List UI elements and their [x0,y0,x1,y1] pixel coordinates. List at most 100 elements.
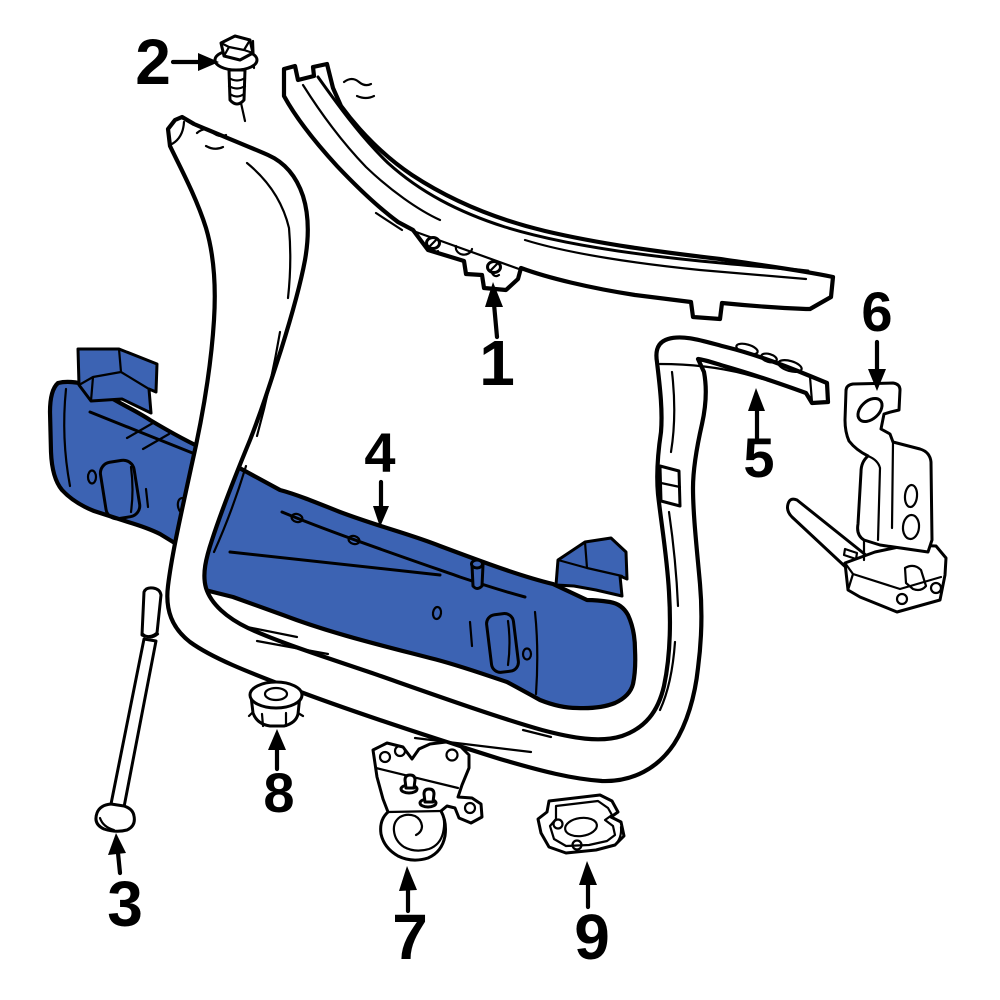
plate-hole-1 [552,818,564,830]
callout-5: 5 [743,388,775,489]
rod-shaft [109,637,158,809]
part-support-plate [536,793,626,855]
bracket-large-hole [856,396,884,424]
callout-5-arrowhead [748,388,765,411]
bracket-hole-1 [378,750,392,764]
part-hex-bolt [213,34,259,123]
part-lower-crossmember [47,347,638,711]
right-access-hole [485,612,520,674]
callout-6-arrowhead [868,369,886,391]
tie-bar-screw-2 [486,260,502,278]
tie-bar-edge-tick [374,211,404,232]
screw-slot [488,261,501,278]
part-upper-tie-bar [281,61,836,322]
grommet-facets [247,710,305,728]
crease-tick-right [468,620,474,648]
rod-rubber-tip [140,586,163,639]
top-peg-cap [470,558,484,570]
bracket-hole-4 [463,801,477,815]
tie-bar-outline [281,61,836,322]
tie-bar-screw-1 [425,236,441,254]
callout-5-number: 5 [743,426,774,489]
right-upright-contours [658,370,680,712]
part-prop-rod [94,586,163,833]
crossmember-lower-fold [228,550,442,577]
plate-large-hole [564,816,598,838]
plate-inner-edge [548,799,617,848]
callout-3: 3 [107,833,143,940]
callout-3-arrow-line [115,850,123,876]
hook-bracket-folds [374,766,460,814]
part-mounting-bracket [786,381,948,614]
callout-7: 7 [392,866,428,973]
bracket-slot-1 [903,483,919,509]
callout-8-number: 8 [263,761,294,824]
callout-6: 6 [861,280,893,391]
side-support-bar-details [658,342,814,404]
callout-3-arrowhead [108,833,126,855]
callout-9-number: 9 [574,901,610,973]
tie-bar-bracket-notch [454,244,474,256]
bracket-upper-body [843,381,934,554]
left-upright-contours [212,161,292,554]
callout-8: 8 [263,729,295,824]
callout-2-number: 2 [135,26,171,98]
callout-6-number: 6 [861,280,892,343]
bar-hole-1 [735,342,759,356]
left-access-hole [98,458,142,521]
stud-cap [403,773,417,790]
callout-7-number: 7 [392,901,428,973]
bracket-hole-3 [445,748,459,762]
tie-bar-contour-a [316,75,810,273]
top-peg [470,563,485,590]
rod-tip-separator [140,631,160,639]
left-cap-contour [63,387,72,488]
right-cap-fold [533,610,539,696]
bar-end-facet [808,375,814,404]
callout-1-number: 1 [479,327,515,399]
crossmember-right-fin [554,536,629,598]
base-hole-1 [895,592,909,606]
tie-bar-contour-b [301,83,808,281]
frame-tube-outline [165,114,831,784]
screw-slot [427,237,440,254]
left-small-hole [86,469,98,485]
part-hook-bracket [371,740,484,862]
plate-hole-2 [571,839,583,851]
face-hole-2 [347,534,361,546]
frame-top-squiggles [195,128,228,150]
bracket-body-folds [862,440,895,562]
face-hole-4 [521,647,533,661]
crease-tick-left [144,487,150,509]
callout-4-arrowhead [373,506,389,527]
bolt-hex-facets [219,38,255,58]
grommet-top [248,680,304,710]
stud-cap [422,787,436,804]
callout-2-arrowhead [198,53,219,71]
rod-foot-line [98,816,116,832]
callout-1: 1 [479,282,515,399]
callout-7-arrowhead [399,866,417,891]
rod-foot [94,802,136,833]
callout-4-number: 4 [364,421,395,484]
callout-1-arrow-line [491,301,500,340]
callout-4: 4 [364,421,396,527]
bracket-hole-2 [393,744,407,758]
crossmember-left-fin [76,347,159,415]
right-upright-clip-line [659,481,682,489]
callout-9-arrowhead [579,861,597,885]
callout-8-arrowhead [268,729,286,750]
left-fin-fold-lines [77,347,151,403]
tie-bar-end-squiggles [342,77,376,100]
callout-9: 9 [574,861,610,973]
bar-hole-2 [760,352,778,364]
grommet-hole [263,686,289,702]
right-access-hole-depth [506,619,511,667]
hook-inner-curl [392,809,446,852]
bracket-stud-1 [399,773,419,795]
hump-creases [125,421,171,451]
plate-lip [613,825,623,847]
callout-3-number: 3 [107,868,143,940]
bottom-rail-ticks [245,625,553,754]
